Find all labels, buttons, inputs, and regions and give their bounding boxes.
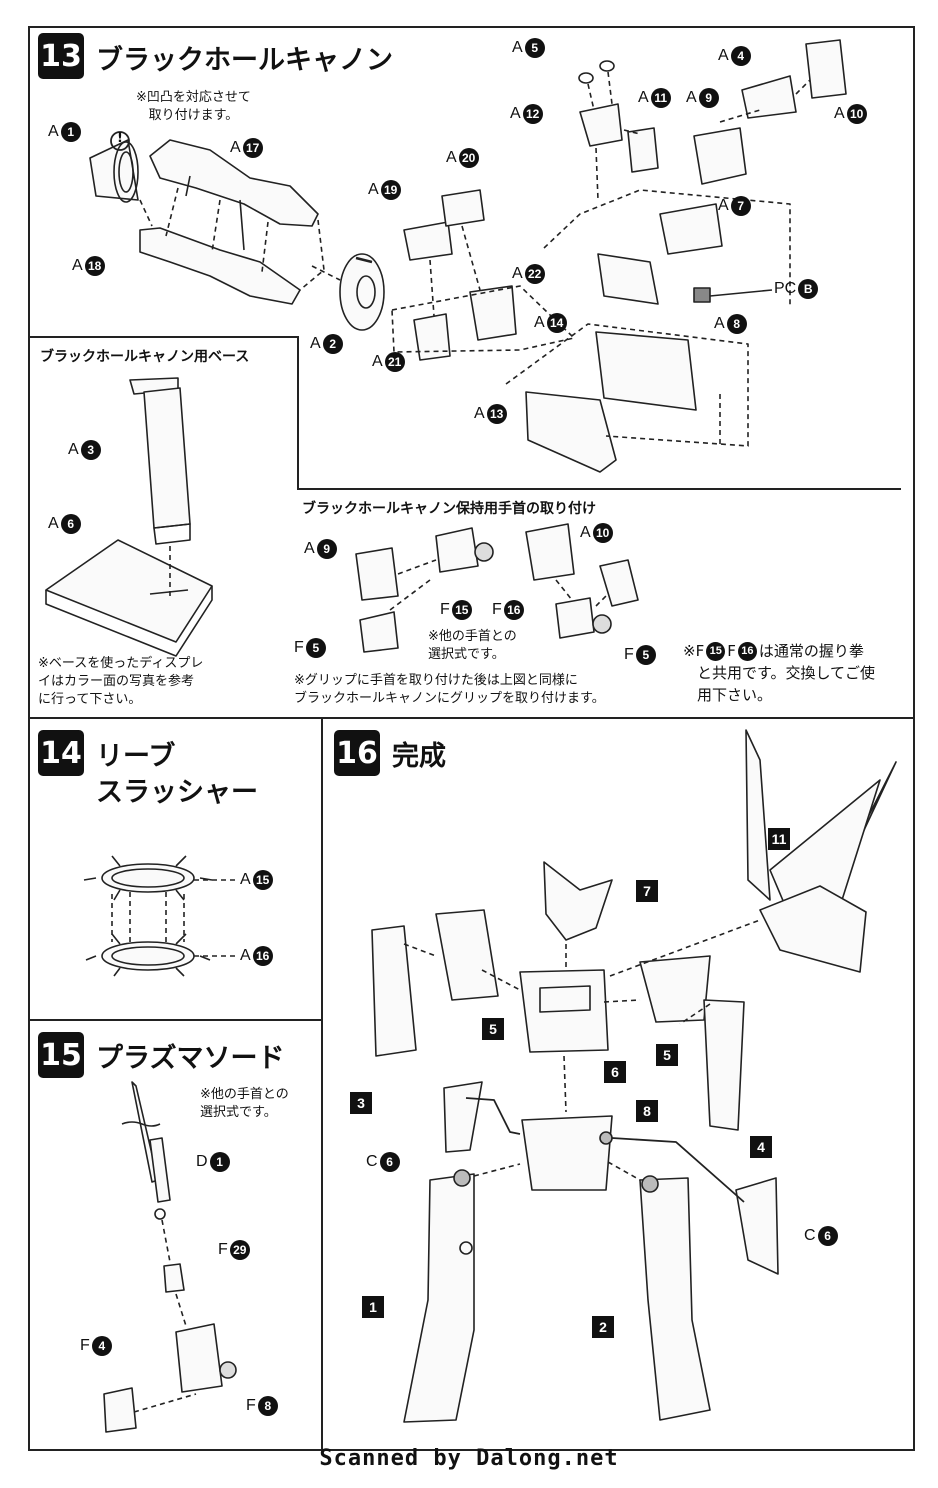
- base-divider: [29, 336, 299, 338]
- display-base-art: [45, 377, 213, 657]
- base-note: ※ベースを使ったディスプレ イはカラー面の写真を参考 に行って下さい。: [38, 656, 204, 707]
- base-title: ブラックホールキャノン用ベース: [40, 349, 250, 365]
- fist-note-line3: 用下さい。: [697, 686, 773, 704]
- grip-art: [355, 523, 639, 653]
- grip-select-note: ※他の手首との 選択式です。: [428, 629, 517, 662]
- step16-frame: [321, 717, 915, 1451]
- fist-note-f: F: [727, 642, 736, 660]
- part-box-7: 7: [636, 880, 658, 902]
- grip-divider: [297, 488, 901, 490]
- part-box-6: 6: [604, 1061, 626, 1083]
- step15-number: 15: [38, 1032, 84, 1078]
- cannon-barrel-art: [89, 39, 847, 473]
- part-box-3: 3: [350, 1092, 372, 1114]
- fist-note-num-16: 16: [737, 641, 757, 661]
- caution-mark: !: [117, 131, 123, 146]
- part-box-5-left: 5: [482, 1018, 504, 1040]
- leave-slasher-art: [83, 855, 238, 977]
- fist-note-num-15: 15: [706, 641, 726, 661]
- completed-robot-art: [371, 729, 897, 1423]
- part-box-8: 8: [636, 1100, 658, 1122]
- step13-title: ブラックホールキャノン: [96, 45, 393, 76]
- base-divider-vertical: [297, 336, 299, 490]
- align-note: ※凹凸を対応させて 取り付けます。: [136, 90, 251, 123]
- step14-number: 14: [38, 730, 84, 776]
- part-box-11: 11: [768, 828, 790, 850]
- step14-title-line1: リーブ: [96, 741, 176, 772]
- step13-number: 13: [38, 33, 84, 79]
- part-box-4: 4: [750, 1136, 772, 1158]
- fist-note-line2: と共用です。交換してご使: [697, 664, 876, 682]
- grip-note: ※グリップに手首を取り付けた後は上図と同様に ブラックホールキャノンにグリップを…: [294, 673, 605, 706]
- grip-title: ブラックホールキャノン保持用手首の取り付け: [302, 501, 596, 517]
- plasma-sword-art: [103, 1081, 237, 1433]
- step14-title-line2: スラッシャー: [96, 777, 258, 808]
- fist-note: ※F 15 F 16 は通常の握り拳 と共用です。交換してご使 用下さい。: [683, 640, 875, 706]
- fist-note-prefix: ※F: [683, 642, 705, 660]
- fist-note-line1: は通常の握り拳: [758, 642, 864, 660]
- part-box-2: 2: [592, 1316, 614, 1338]
- step16-number: 16: [334, 730, 380, 776]
- step16-title: 完成: [392, 741, 446, 772]
- step15-title: プラズマソード: [96, 1043, 285, 1074]
- part-box-5-right: 5: [656, 1044, 678, 1066]
- scan-credit: Scanned by Dalong.net: [319, 1446, 619, 1471]
- sword-select-note: ※他の手首との 選択式です。: [200, 1087, 289, 1120]
- part-box-1: 1: [362, 1296, 384, 1318]
